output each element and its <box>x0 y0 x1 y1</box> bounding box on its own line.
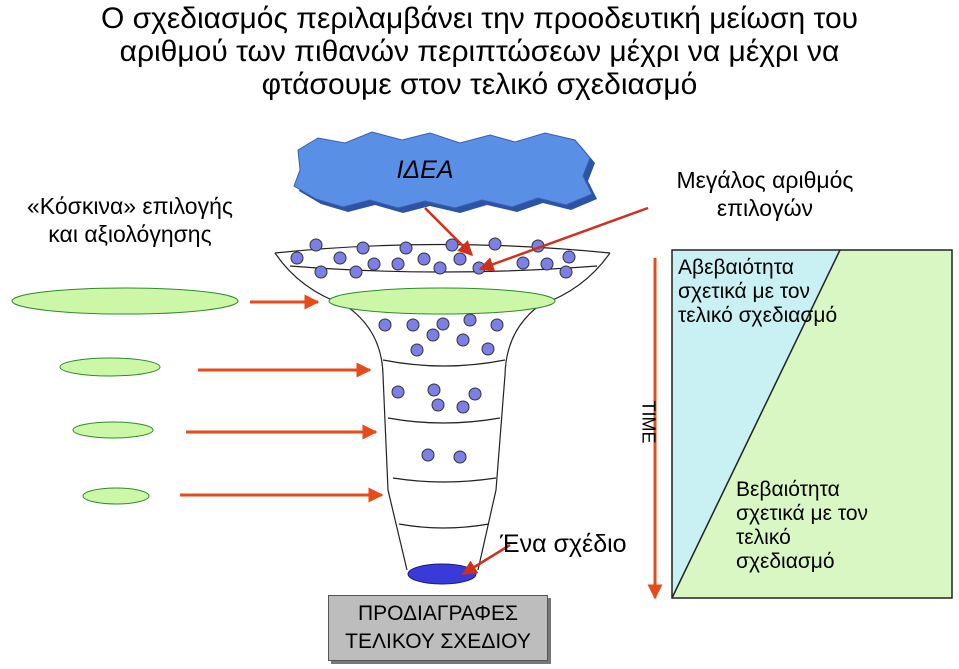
filter-disc <box>329 288 555 314</box>
time-label: TIME <box>638 401 659 441</box>
final-specs-box: ΠΡΟΔΙΑΓΡΑΦΕΣ ΤΕΛΙΚΟΥ ΣΧΕΔΙΟΥ <box>328 595 548 661</box>
filter-disc <box>83 488 149 504</box>
filter-arrows <box>180 302 382 495</box>
idea-label: ΙΔΕΑ <box>380 156 470 185</box>
filter-disc <box>12 288 238 314</box>
filters-label: «Κόσκινα» επιλογής και αξιολόγησης <box>0 192 260 248</box>
certainty-label-line: τελικό <box>736 526 868 550</box>
uncertainty-label-line: σχετικά με τον <box>678 280 837 304</box>
filter-disc <box>73 422 153 438</box>
certainty-label-line: Βεβαιότητα <box>736 478 868 502</box>
uncertainty-label: Αβεβαιότητα σχετικά με τον τελικό σχεδια… <box>678 256 837 328</box>
final-design-disc <box>408 564 476 584</box>
options-label-line: επιλογών <box>650 194 880 222</box>
one-design-label: Ένα σχέδιο <box>500 530 627 559</box>
filter-disc <box>60 358 160 376</box>
options-label-line: Μεγάλος αριθμός <box>650 166 880 194</box>
uncertainty-label-line: Αβεβαιότητα <box>678 256 837 280</box>
specs-line: ΠΡΟΔΙΑΓΡΑΦΕΣ <box>329 600 547 628</box>
options-label: Μεγάλος αριθμός επιλογών <box>650 166 880 222</box>
filters-label-line: και αξιολόγησης <box>0 220 260 248</box>
filters-label-line: «Κόσκινα» επιλογής <box>0 192 260 220</box>
uncertainty-label-line: τελικό σχεδιασμό <box>678 304 837 328</box>
certainty-label-line: σχετικά με τον <box>736 502 868 526</box>
certainty-label: Βεβαιότητα σχετικά με τον τελικό σχεδιασ… <box>736 478 868 574</box>
certainty-label-line: σχεδιασμό <box>736 550 868 574</box>
specs-line: ΤΕΛΙΚΟΥ ΣΧΕΔΙΟΥ <box>329 628 547 656</box>
